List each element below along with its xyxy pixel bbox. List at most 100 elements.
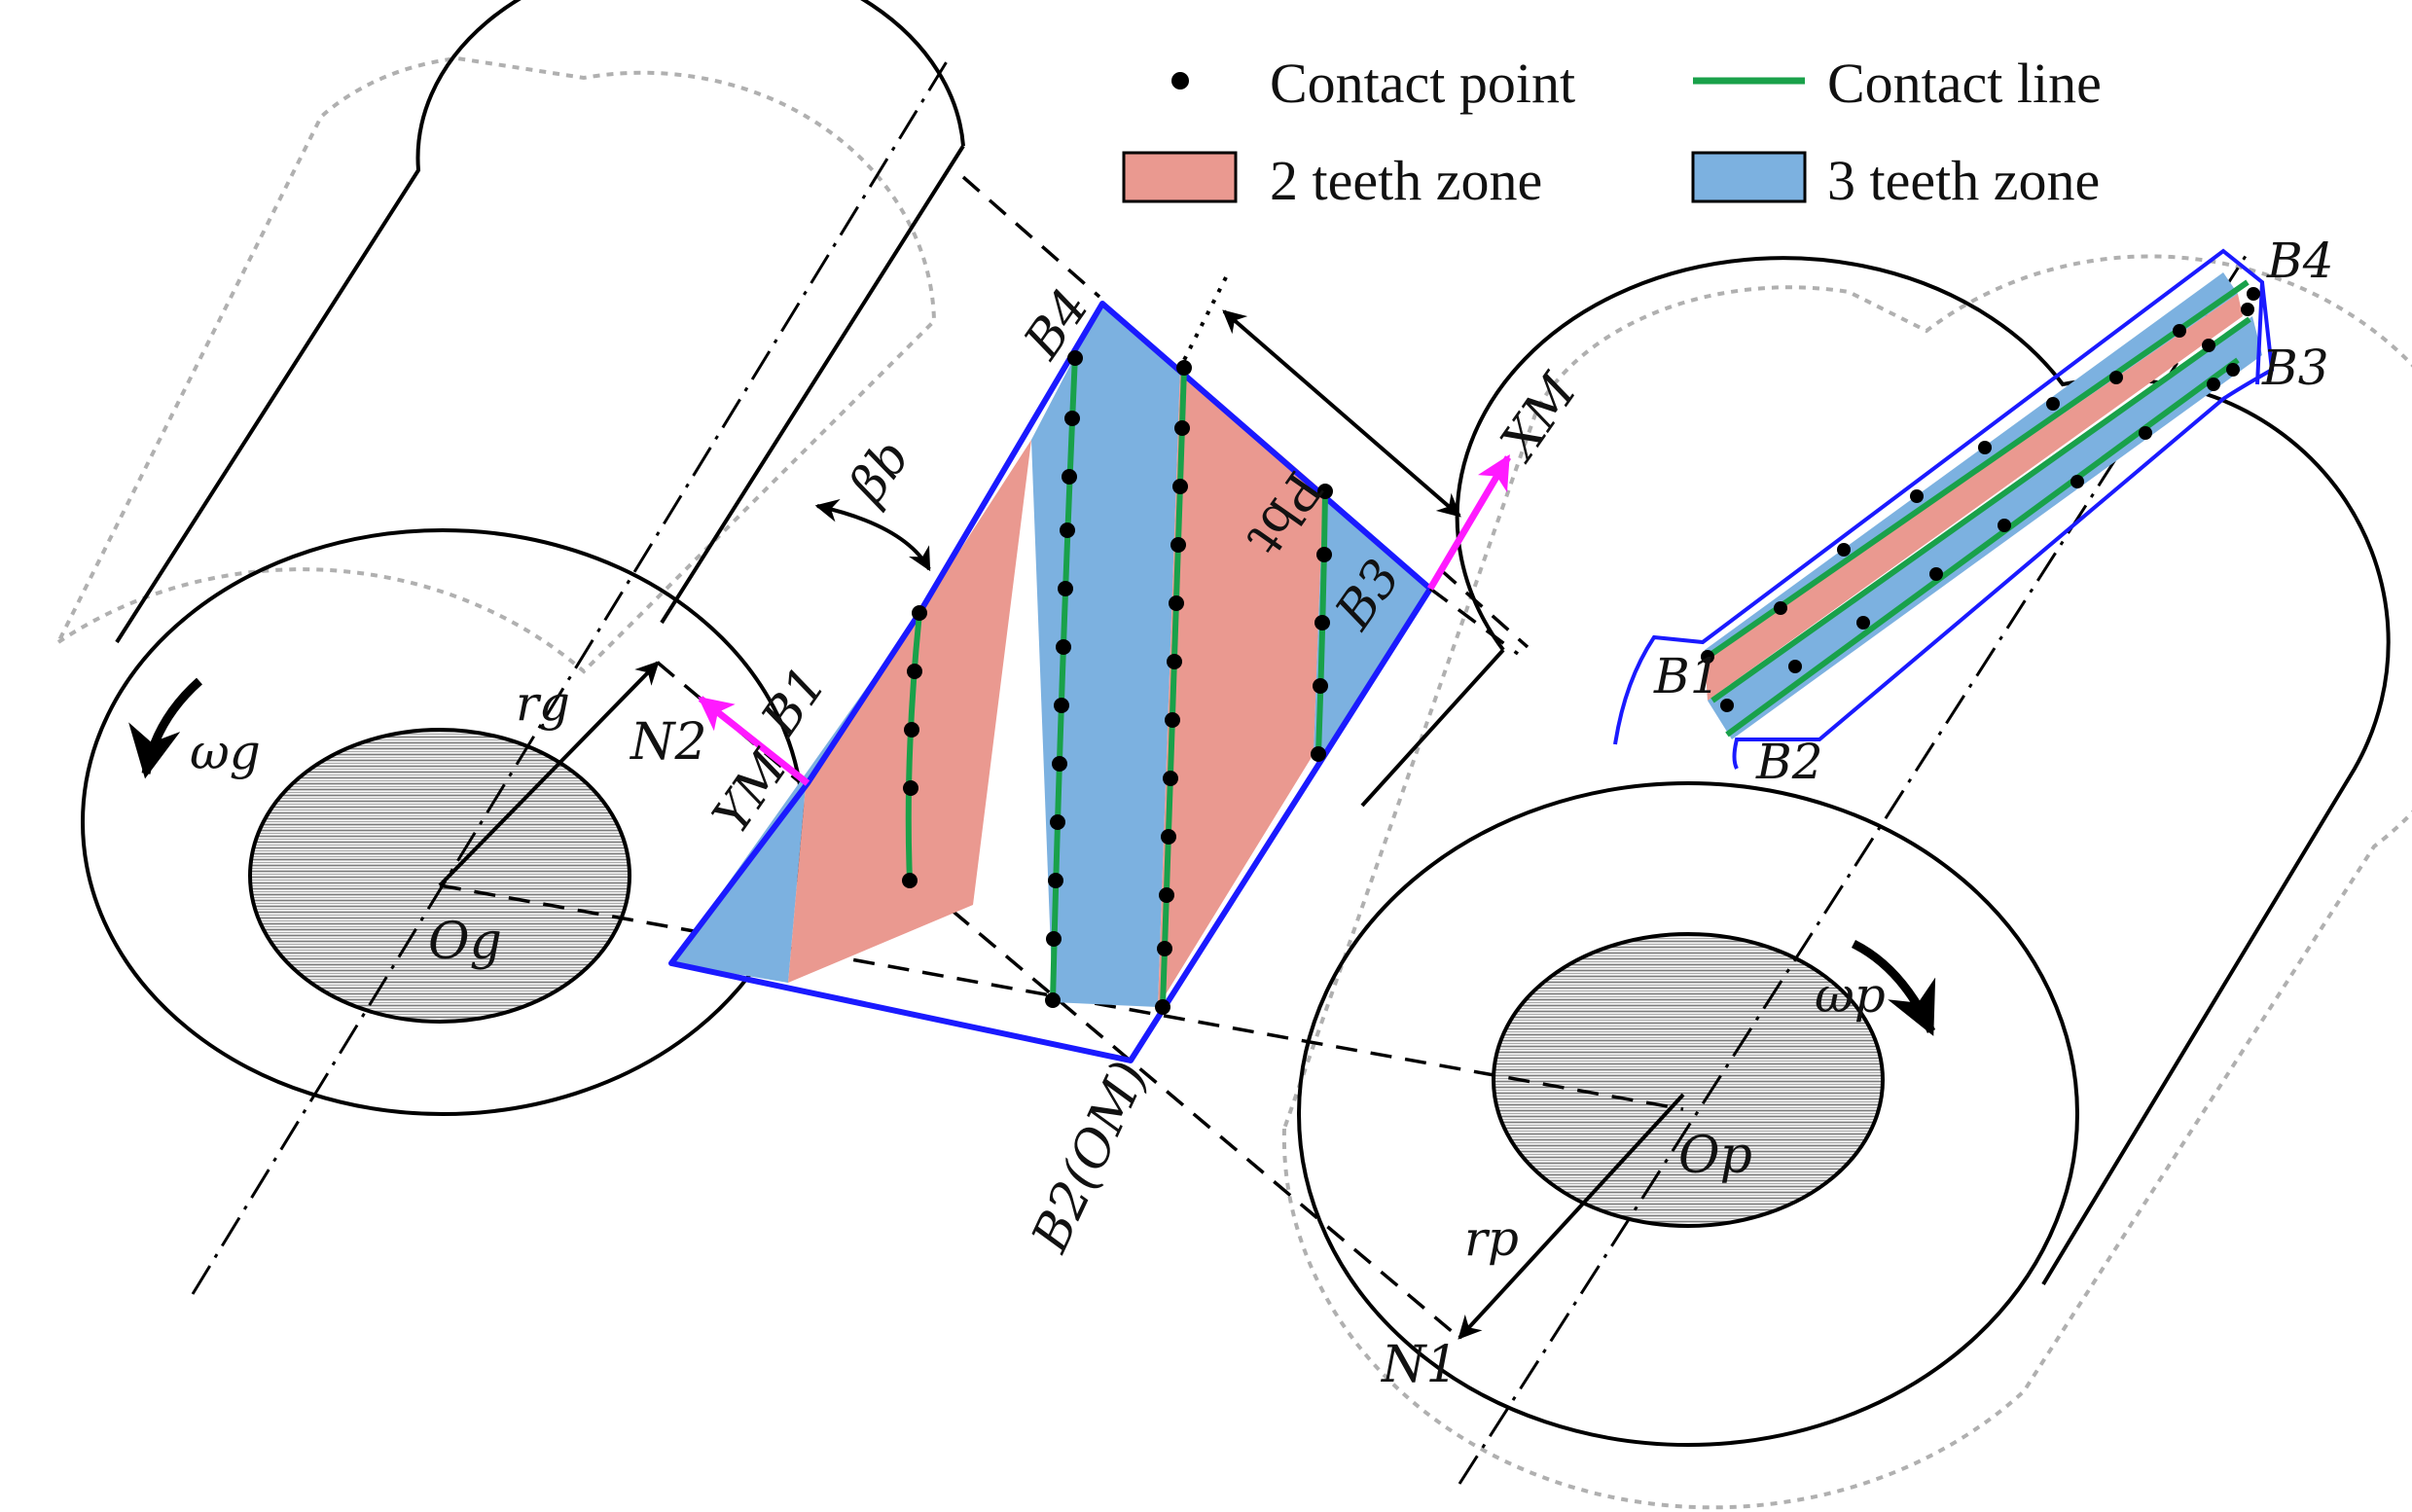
contact-point: [2207, 378, 2220, 391]
gear-g-pitch-outline: [53, 55, 937, 674]
xm-axis-arrow: [1426, 453, 1512, 591]
B2-OM-label: B2(OM): [1021, 1053, 1160, 1262]
contact-point: [1056, 639, 1071, 655]
contact-point: [1169, 595, 1184, 611]
N1-label: N1: [1380, 1336, 1458, 1394]
gear-p-back-edge: [1360, 648, 1505, 808]
inset-B3-label: B3: [2261, 340, 2329, 396]
omega-p-label: ωp: [1815, 967, 1886, 1024]
mesh-right-dash: [1428, 587, 1520, 656]
contact-point: [2109, 371, 2123, 384]
gear-g-radius-rg: [438, 661, 660, 887]
contact-point: [1172, 479, 1188, 494]
contact-point: [1048, 873, 1063, 888]
contact-point: [1046, 931, 1062, 947]
gear-p-cylinder: [1455, 256, 2391, 1286]
two-teeth-zone-right: [1158, 368, 1323, 1007]
contact-point: [1167, 654, 1182, 669]
inset-contact-line-1: [1706, 279, 2250, 660]
contact-point: [2247, 287, 2260, 301]
gear-g-tangent: [961, 175, 1101, 299]
contact-point: [2173, 324, 2186, 338]
rg-label: rg: [516, 675, 570, 732]
contact-point: [1701, 650, 1714, 664]
inset-outline: [1613, 248, 2275, 770]
gear-p-face: [1297, 781, 2079, 1447]
contact-point: [1052, 756, 1067, 772]
contact-point: [1161, 829, 1176, 845]
pbt-dimension-arrow: [1222, 309, 1461, 518]
contact-point: [1163, 771, 1178, 786]
omega-g-label: ωg: [190, 724, 261, 780]
contact-line-1: [905, 612, 922, 882]
contact-point: [1837, 543, 1851, 557]
B1-label: B1: [750, 657, 839, 748]
xm-label: XM: [1488, 363, 1589, 473]
contact-point: [1170, 537, 1186, 553]
contact-point: [912, 605, 927, 621]
contact-point: [2202, 339, 2215, 352]
inset-contact-points: [1701, 287, 2260, 712]
contact-point: [1064, 411, 1080, 426]
N2-label: N2: [629, 713, 707, 772]
gear-g: ωg rg Og N2: [53, 0, 1101, 1295]
contact-points: [902, 350, 1333, 1015]
contact-point: [1157, 941, 1172, 956]
inset-two-teeth-zone: [1705, 294, 2243, 701]
contact-point: [1998, 519, 2011, 532]
omega-g-arrow: [128, 677, 202, 779]
contact-point: [1978, 441, 1992, 454]
gear-p-radius-rp: [1458, 1093, 1685, 1340]
contact-point: [1060, 522, 1075, 538]
contact-point: [1314, 615, 1330, 630]
contact-point: [907, 664, 922, 679]
inset-B1-label: B1: [1653, 648, 1721, 704]
contact-point: [1067, 350, 1083, 366]
beta-b-arc: [814, 498, 931, 572]
contact-point: [1313, 678, 1328, 694]
omega-p-arrow: [1851, 939, 1936, 1036]
contact-point: [1774, 601, 1787, 615]
contact-point: [1311, 746, 1326, 762]
contact-point: [1058, 581, 1073, 596]
legend-two-teeth-zone-swatch: [1122, 151, 1238, 203]
mesh-top-dotted-line: [1178, 276, 1228, 369]
contact-point: [1054, 698, 1069, 713]
contact-point: [1176, 360, 1192, 376]
inset-B4-label: B4: [2266, 233, 2334, 289]
inset-three-teeth-zone: [1708, 316, 2262, 739]
contact-point: [1062, 469, 1077, 485]
gear-g-top-edge: [660, 144, 965, 625]
contact-point: [1165, 712, 1180, 728]
contact-point: [1856, 616, 1870, 630]
rp-label: rp: [1464, 1210, 1519, 1267]
three-teeth-zone-right: [1314, 491, 1430, 754]
contact-point: [1720, 699, 1734, 712]
gear-p: ωp Op rp N1: [1281, 252, 2412, 1510]
ym-axis-arrow: [698, 696, 810, 786]
contact-point: [1050, 814, 1065, 830]
legend-two-teeth-zone-text: 2 teeth zone: [1270, 149, 1542, 212]
contact-point: [1155, 999, 1170, 1015]
pinion-inset: B1 B2 B3 B4: [1613, 233, 2334, 790]
gear-g-shaft: [248, 728, 631, 1024]
beta-b-label: βb: [837, 429, 921, 515]
inset-B2-label: B2: [1755, 734, 1823, 790]
contact-point: [1316, 547, 1332, 562]
gear-g-cylinder: [115, 0, 965, 644]
contact-point: [2226, 363, 2240, 377]
legend-contact-line-text: Contact line: [1827, 52, 2102, 115]
gear-p-shaft: [1492, 932, 1885, 1228]
contact-point: [904, 722, 919, 738]
mesh-zone: [668, 276, 1520, 1063]
inset-contact-line-2: [1710, 316, 2251, 703]
contact-line-2: [1050, 354, 1078, 1003]
gear-g-axis: [191, 57, 951, 1295]
gear-p-tangent: [1438, 567, 1530, 649]
inset-contact-line-3: [1725, 357, 2240, 738]
contact-point: [1174, 420, 1190, 436]
legend: Contact point Contact line 2 teeth zone …: [1122, 52, 2102, 212]
contact-point: [2070, 475, 2084, 488]
gear-p-pitch-outline: [1281, 254, 2412, 1510]
